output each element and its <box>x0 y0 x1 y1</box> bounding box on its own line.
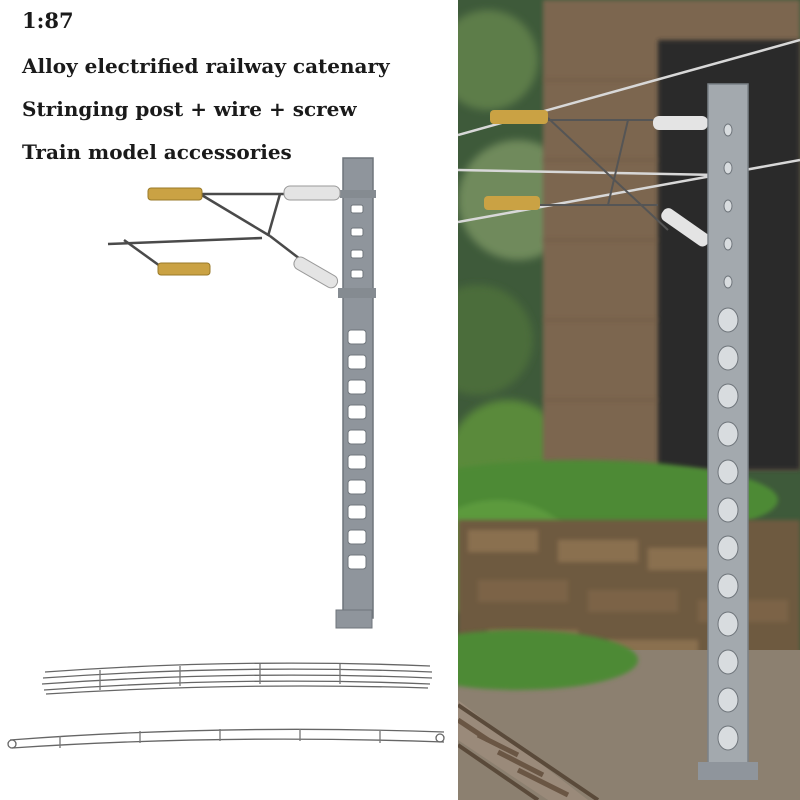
mast-hole <box>347 554 367 570</box>
railway-track <box>458 700 600 800</box>
lower-insulator <box>293 256 339 289</box>
caption-line-2: Stringing post + wire + screw <box>22 97 357 121</box>
product-illustration <box>7 157 445 749</box>
mast-hole <box>723 199 733 213</box>
upper-insulator <box>283 185 341 201</box>
mast-hole <box>717 307 739 333</box>
mast-hole <box>347 429 367 445</box>
mast-hole <box>723 123 733 137</box>
mast-hole <box>347 404 367 420</box>
caption-line-3: Train model accessories <box>22 140 292 164</box>
photo-insulator-lower <box>661 208 710 247</box>
upper-brass-clamp <box>147 187 203 201</box>
lower-brass-clamp <box>157 262 211 276</box>
photo-brass-lower <box>484 196 540 210</box>
mast-hole <box>347 504 367 520</box>
catenary-mast <box>335 157 376 629</box>
caption-line-1: Alloy electrified railway catenary <box>22 54 390 78</box>
mast-hole <box>347 329 367 345</box>
product-left-panel: 1:87 Alloy electrified railway catenary … <box>7 8 445 749</box>
photo-mast <box>698 83 758 780</box>
mast-hole <box>717 459 739 485</box>
mast-hole <box>717 649 739 675</box>
single-wire-section <box>7 728 445 749</box>
mast-hole <box>723 237 733 251</box>
mast-hole <box>350 204 364 214</box>
mast-hole <box>717 421 739 447</box>
mast-hole <box>350 249 364 259</box>
mast-hole <box>717 573 739 599</box>
mast-hole <box>717 725 739 751</box>
photo-insulator-upper <box>653 116 708 130</box>
mast-hole <box>717 535 739 561</box>
mast-hole <box>723 161 733 175</box>
photo-brass-upper <box>490 110 548 124</box>
mast-hole <box>347 479 367 495</box>
mast-hole <box>723 275 733 289</box>
mast-hole <box>717 345 739 371</box>
scale-caption: 1:87 <box>22 8 74 33</box>
mast-hole <box>717 383 739 409</box>
diorama-photo <box>458 0 800 800</box>
mast-hole <box>717 497 739 523</box>
mast-hole <box>717 687 739 713</box>
mast-hole <box>350 269 364 279</box>
mast-hole <box>350 227 364 237</box>
mast-hole <box>347 529 367 545</box>
mast-hole <box>347 454 367 470</box>
contact-wire-bundle <box>41 662 433 695</box>
diorama-scene <box>458 0 800 800</box>
mast-hole <box>347 379 367 395</box>
mast-hole <box>347 354 367 370</box>
mast-hole <box>717 611 739 637</box>
